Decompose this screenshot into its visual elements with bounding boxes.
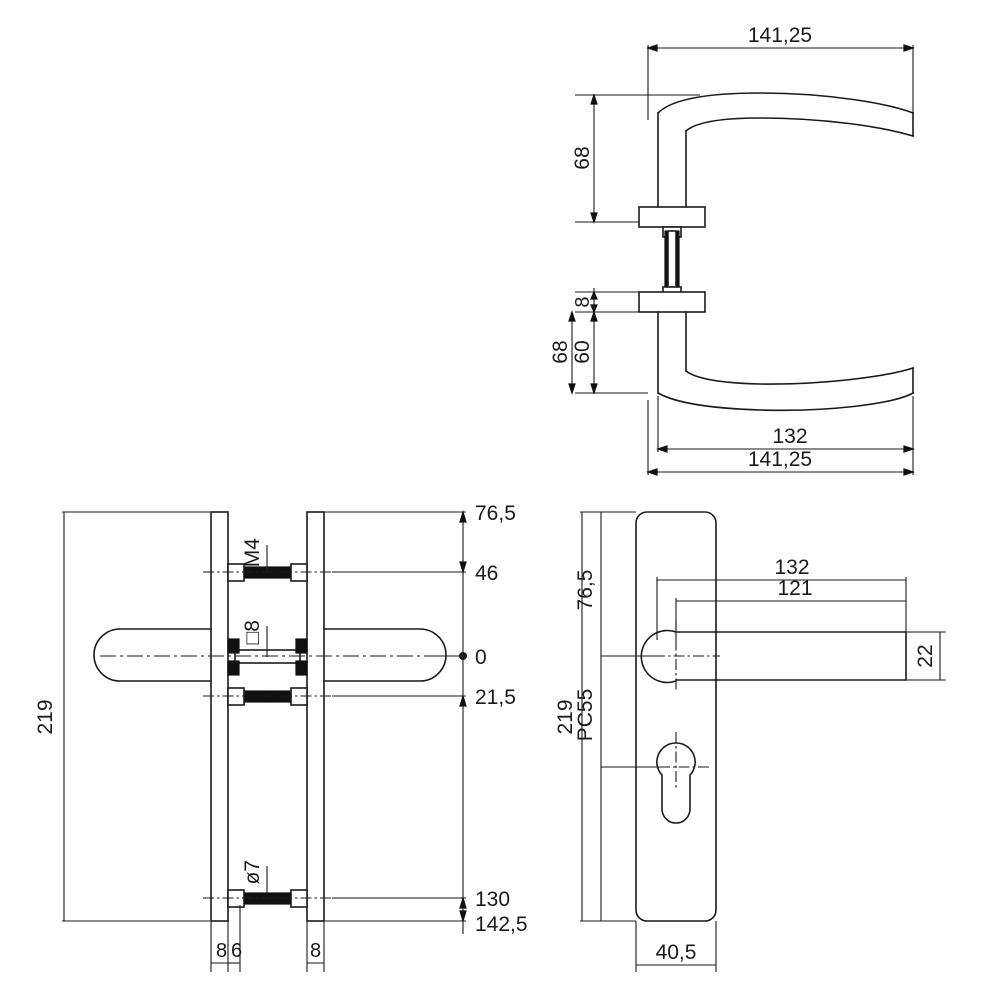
arrow-head	[903, 44, 915, 52]
arrow-head	[590, 290, 598, 300]
dim-label-14125-top: 141,25	[748, 24, 812, 47]
label-square8: □8	[241, 620, 264, 644]
arrow-head	[459, 895, 467, 909]
view-bottom-left: 219 M4 □8	[34, 502, 528, 972]
arrow-head	[903, 445, 915, 453]
arrow-head	[590, 212, 598, 224]
ordinate-origin-dot	[459, 652, 467, 660]
lever-upper-under-profile	[684, 117, 914, 137]
arrow-head	[646, 468, 658, 476]
label-diameter7: ø7	[241, 860, 264, 885]
arrow-head	[590, 304, 598, 314]
dim-label-60: 60	[571, 340, 594, 363]
dim-label-219-right-view: 219	[554, 699, 577, 734]
dim-label-68-lower: 68	[549, 340, 572, 363]
dim-label-132-right-view: 132	[774, 556, 809, 579]
spindle-boss-right-bottom	[295, 660, 308, 676]
dim-label-215: 21,5	[475, 686, 516, 709]
dim-label-46: 46	[475, 562, 498, 585]
arrow-head	[568, 310, 576, 322]
dim-label-121: 121	[777, 577, 812, 600]
dim-label-68-upper: 68	[571, 146, 594, 169]
dim-label-14125-bottom: 141,25	[748, 448, 812, 471]
dim-label-765-right-view: 76,5	[574, 570, 597, 611]
arrow-head	[459, 910, 467, 924]
spindle-boss-right-top	[295, 638, 308, 654]
dim-label-8: 8	[572, 296, 594, 307]
plate-left-section	[210, 511, 229, 922]
arrow-head	[646, 44, 658, 52]
dim-label-132-bottom: 132	[772, 425, 807, 448]
spindle-core	[667, 230, 677, 294]
arrow-head	[903, 468, 915, 476]
dim-label-pc55: PC55	[574, 689, 597, 742]
dim-label-8-left: 8	[216, 940, 227, 962]
arrow-head	[459, 693, 467, 707]
rosette-lower	[638, 291, 706, 313]
rosette-upper	[638, 206, 706, 228]
arrow-head	[656, 445, 668, 453]
lever-grip-left	[93, 628, 212, 682]
dim-label-405: 40,5	[656, 941, 697, 964]
view-bottom-right: 219 76,5 PC55 132 121 22 40,5	[554, 511, 946, 972]
arrow-head	[590, 93, 598, 105]
arrow-head	[459, 561, 467, 575]
dim-label-22: 22	[914, 644, 937, 667]
euro-cylinder-keyhole	[656, 742, 696, 824]
dim-label-1425: 142,5	[475, 913, 528, 936]
arrow-head	[459, 509, 467, 523]
dim-label-6: 6	[231, 940, 242, 962]
dim-label-219-left: 219	[34, 699, 57, 734]
lever-lower-upper-profile	[684, 366, 915, 385]
lever-lower-bottom-profile	[656, 391, 915, 412]
escutcheon-plate	[635, 511, 717, 922]
view-top-right: 141,25 68 8	[549, 24, 915, 476]
dim-label-8-right: 8	[310, 940, 321, 962]
arrow-head	[590, 310, 598, 322]
spindle-boss-left-top	[227, 638, 240, 654]
spindle-boss-left-bottom	[227, 660, 240, 676]
lever-bar	[675, 631, 907, 681]
arrow-head	[590, 383, 598, 395]
plate-right-section	[306, 511, 325, 922]
lever-upper-top-profile	[656, 92, 915, 115]
lever-grip-right	[323, 628, 447, 682]
label-m4: M4	[241, 538, 264, 567]
arrow-head	[568, 383, 576, 395]
dim-label-765: 76,5	[475, 502, 516, 525]
dim-label-130: 130	[475, 888, 510, 911]
dim-label-0: 0	[475, 646, 487, 669]
